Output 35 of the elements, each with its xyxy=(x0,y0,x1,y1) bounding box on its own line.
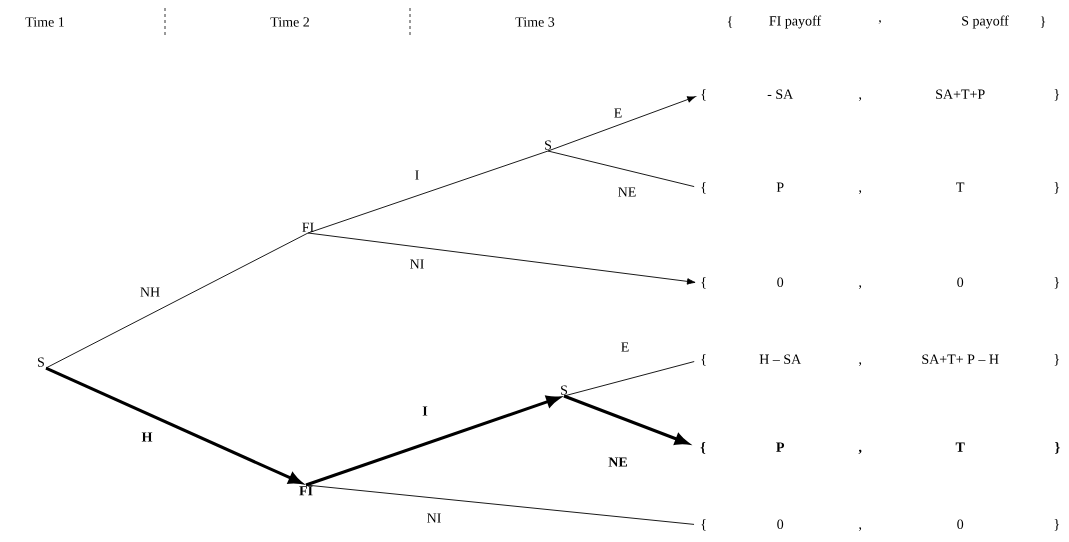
branch-line xyxy=(305,484,695,525)
column-heading: S payoff xyxy=(962,15,1009,29)
branch-line xyxy=(45,366,303,485)
decision-label: S xyxy=(37,357,44,367)
payoff-row: { - SA , SA+T+P } xyxy=(701,89,1059,101)
payoff-row: { 0 , 0 } xyxy=(701,519,1059,531)
edge-label: NE xyxy=(608,457,627,467)
branch-line xyxy=(547,150,695,188)
column-heading: } xyxy=(1040,16,1046,28)
column-heading: , xyxy=(878,20,881,24)
edge-label: E xyxy=(621,342,629,352)
branch-line xyxy=(307,150,549,234)
payoff-row: { P , T } xyxy=(701,182,1059,194)
column-heading: FI payoff xyxy=(769,15,822,29)
edge-label: NI xyxy=(427,513,441,523)
edge-label: NH xyxy=(140,287,160,297)
edge-label: NE xyxy=(618,187,636,197)
decision-label: S xyxy=(545,140,552,150)
payoff-row: { H – SA , SA+T+ P – H } xyxy=(701,354,1059,366)
decision-label: FI xyxy=(299,486,313,496)
branch-line xyxy=(547,96,696,152)
branch-line xyxy=(45,232,309,369)
branch-line xyxy=(307,232,696,285)
edge-label: E xyxy=(614,108,622,118)
payoff-row: { 0 , 0 } xyxy=(701,277,1059,289)
column-heading: Time 2 xyxy=(270,17,309,27)
column-heading: { xyxy=(727,16,733,28)
column-heading: Time 3 xyxy=(515,17,555,27)
edge-label: H xyxy=(141,432,153,442)
decision-label: S xyxy=(561,385,568,395)
column-heading: Time 1 xyxy=(25,17,64,27)
edge-label: NI xyxy=(410,259,424,269)
decision-label: FI xyxy=(302,222,314,232)
payoff-row: { P , T } xyxy=(700,442,1060,454)
edge-label: I xyxy=(415,170,419,180)
